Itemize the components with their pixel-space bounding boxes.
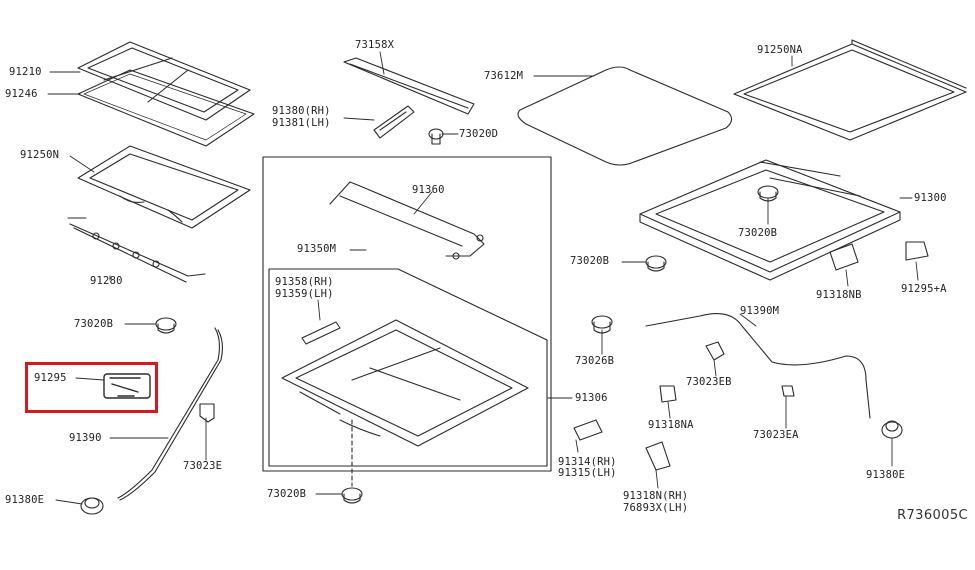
- clip-73023E: [199, 403, 215, 423]
- bracket-91318N: [645, 441, 671, 471]
- label-91359-lh: 91359(LH): [275, 288, 334, 300]
- highlight-box-91295: [25, 362, 158, 413]
- shade-frame-91250N: [77, 145, 251, 229]
- bracket-91380: [373, 105, 415, 139]
- label-73020B-bottom: 73020B: [267, 488, 307, 500]
- label-91246: 91246: [5, 88, 38, 100]
- label-91380E-left: 91380E: [5, 494, 45, 506]
- label-91306: 91306: [575, 392, 608, 404]
- label-73023EB: 73023EB: [686, 376, 732, 388]
- label-91390M: 91390M: [740, 305, 780, 317]
- rail-91360: [329, 181, 485, 260]
- motor-91295: [103, 373, 151, 399]
- label-91280: 91280: [90, 275, 123, 287]
- bracket-91314: [573, 419, 603, 441]
- clip-73020B-mid: [645, 255, 667, 272]
- seal-91246: [77, 69, 255, 147]
- label-91380E-right: 91380E: [866, 469, 906, 481]
- clip-73020D: [428, 128, 444, 145]
- frame-91306: [281, 319, 529, 447]
- clip-73020B-left: [155, 317, 177, 334]
- label-91380-rh: 91380(RH): [272, 105, 331, 117]
- glass-panel-91210: [77, 41, 251, 121]
- leader-lines: [47, 51, 919, 505]
- label-91381-lh: 91381(LH): [272, 117, 331, 129]
- label-91314-rh: 91314(RH): [558, 456, 617, 468]
- glass-73612M: [517, 66, 733, 166]
- label-91318N-rh: 91318N(RH): [623, 490, 689, 502]
- label-91315-lh: 91315(LH): [558, 467, 617, 479]
- label-73020D: 73020D: [459, 128, 499, 140]
- label-73023E: 73023E: [183, 460, 223, 472]
- label-76893X-lh: 76893X(LH): [623, 502, 689, 514]
- shade-91250NA: [733, 39, 967, 141]
- link-91358: [301, 321, 341, 345]
- label-91300: 91300: [914, 192, 947, 204]
- label-91250NA: 91250NA: [757, 44, 803, 56]
- deflector-91280: [67, 217, 206, 283]
- bracket-91318NA: [659, 385, 677, 403]
- grommet-91380E-right: [881, 420, 903, 439]
- label-73020B-right: 73020B: [738, 227, 778, 239]
- label-91358-rh: 91358(RH): [275, 276, 334, 288]
- label-73026B: 73026B: [575, 355, 615, 367]
- label-91250N: 91250N: [20, 149, 60, 161]
- reference-code: R736005C: [897, 508, 968, 523]
- assembly-box-91350M: [262, 156, 552, 472]
- frame-box-91306: [268, 268, 548, 467]
- label-91318NA: 91318NA: [648, 419, 694, 431]
- drain-hose-91390: [117, 327, 224, 501]
- label-91350M: 91350M: [297, 243, 337, 255]
- drain-hose-91390M: [645, 313, 871, 419]
- label-91318NB: 91318NB: [816, 289, 862, 301]
- clip-73023EB: [705, 341, 725, 361]
- label-91210: 91210: [9, 66, 42, 78]
- clip-73023EA: [781, 385, 795, 397]
- label-73020B-left: 73020B: [74, 318, 114, 330]
- frame-91300: [639, 159, 901, 281]
- clip-73020B-bottom: [341, 487, 363, 504]
- label-91390: 91390: [69, 432, 102, 444]
- grommet-91380E-left: [80, 497, 104, 515]
- label-91295A: 91295+A: [901, 283, 947, 295]
- label-73612M: 73612M: [484, 70, 524, 82]
- label-73023EA: 73023EA: [753, 429, 799, 441]
- bracket-91318NB: [829, 243, 859, 271]
- label-73020B-mid: 73020B: [570, 255, 610, 267]
- label-91360: 91360: [412, 184, 445, 196]
- label-91295: 91295: [34, 372, 67, 384]
- motor-91295A: [905, 241, 929, 261]
- label-73158X: 73158X: [355, 39, 395, 51]
- strip-73158X: [343, 57, 475, 115]
